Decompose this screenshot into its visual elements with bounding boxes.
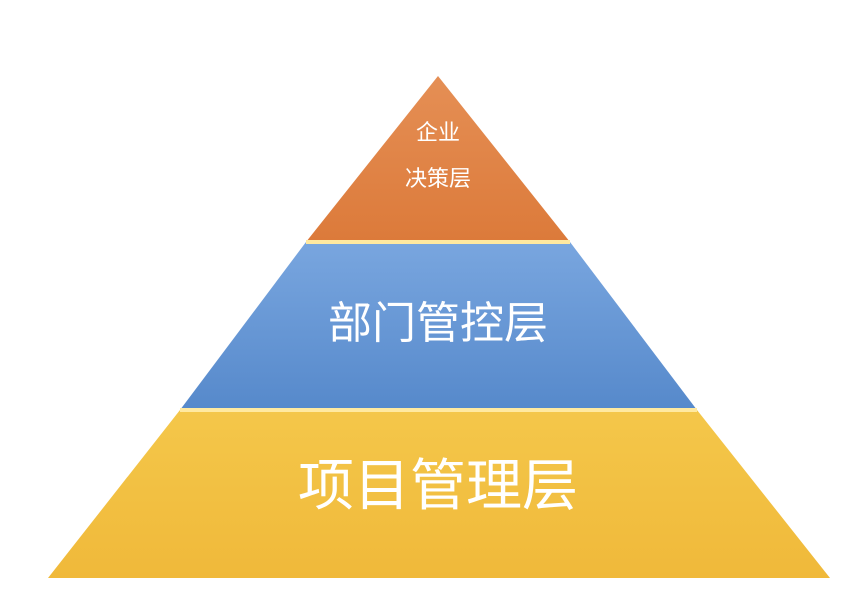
tier-middle-label: 部门管控层 [328, 298, 548, 349]
pyramid-tier-bottom [48, 410, 830, 578]
tier-bottom-label: 项目管理层 [298, 454, 578, 519]
tier-top-label-line-1: 企业 [416, 121, 460, 146]
pyramid-tier-top [306, 76, 570, 242]
tier-top-label-line-2: 决策层 [405, 167, 471, 192]
pyramid-tier-middle [180, 242, 697, 410]
